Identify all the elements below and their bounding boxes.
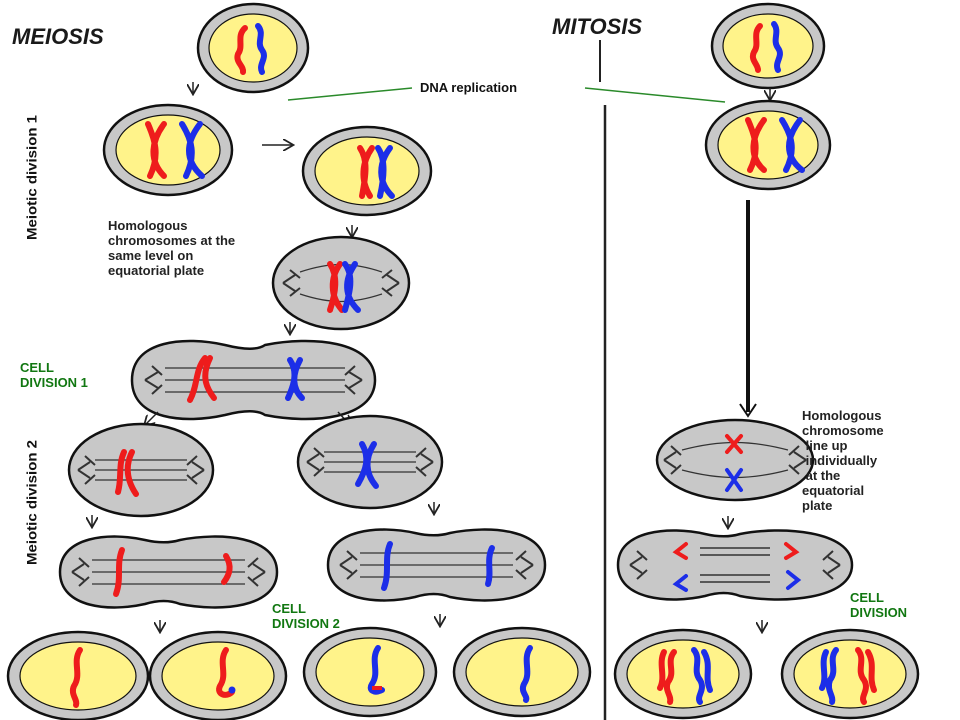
long-arrow-head	[739, 403, 757, 418]
meiosis-synapsis-cell	[301, 125, 433, 217]
mitosis-daughter-cell-2	[780, 628, 920, 720]
dna-line-right	[584, 87, 726, 103]
meiosis-2-left-cell	[67, 422, 215, 518]
meiotic-division-1-label: Meiotic division 1	[24, 114, 41, 240]
meiosis-parent-cell	[196, 2, 310, 94]
dna-replication-label: DNA replication	[420, 80, 518, 95]
meiosis-anaphase-2-right-cell	[326, 528, 547, 602]
meiosis-title: MEIOSIS	[12, 24, 104, 49]
mitosis-daughter-cell-1	[613, 628, 753, 720]
cell-division-1-label: CELL DIVISION 1	[20, 360, 88, 390]
mitosis-replicated-cell	[704, 99, 832, 191]
cell-division-label: CELL DIVISION	[850, 590, 908, 620]
dna-line-left	[287, 87, 413, 101]
mitosis-title: MITOSIS	[552, 14, 643, 39]
meiotic-division-2-label: Meiotic division 2	[24, 439, 41, 565]
cell-division-2-label: CELL DIVISION 2	[272, 601, 340, 631]
meiosis-anaphase-2-left-cell	[58, 535, 279, 609]
mitosis-metaphase-note: Homologous chromosome line up individual…	[802, 408, 884, 513]
meiosis-2-right-cell	[296, 414, 444, 510]
meiosis-metaphase-1-cell	[271, 235, 411, 331]
meiosis-replicated-cell	[102, 103, 234, 197]
mitosis-anaphase-cell	[616, 529, 854, 601]
gamete-1	[6, 630, 150, 720]
meiosis-synapsis-note: Homologous chromosomes at the same level…	[108, 218, 236, 278]
meiosis-anaphase-1-cell	[130, 339, 377, 421]
mitosis-parent-cell	[710, 2, 826, 90]
arrow	[145, 411, 159, 425]
gamete-2	[148, 630, 288, 720]
mitosis-metaphase-cell	[655, 418, 815, 502]
gamete-3	[302, 626, 438, 718]
gamete-4	[452, 626, 592, 718]
